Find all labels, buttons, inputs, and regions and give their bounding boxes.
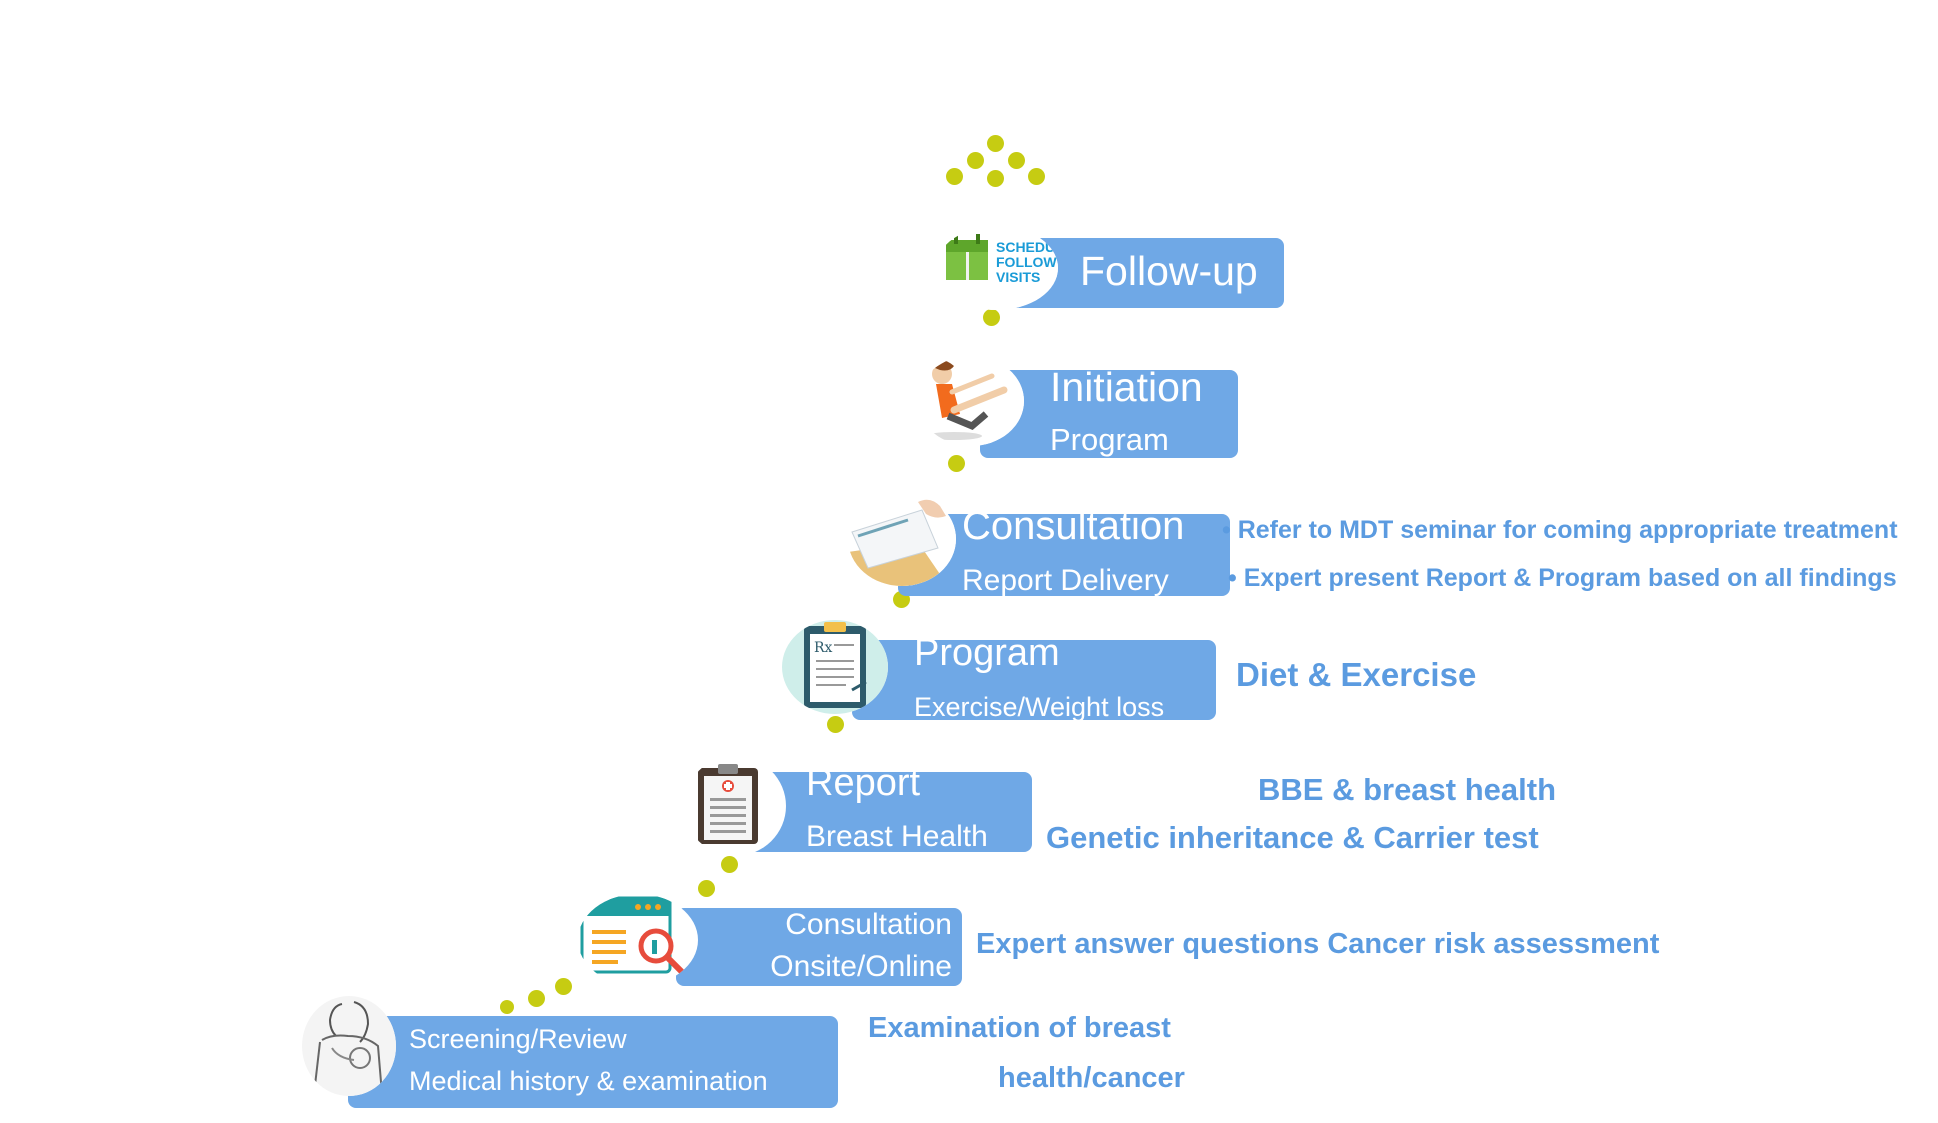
- path-dot: [1028, 168, 1045, 185]
- svg-text:Rx: Rx: [814, 640, 833, 656]
- step-title: Follow-up: [1080, 248, 1258, 294]
- note-screening-2: health/cancer: [998, 1062, 1185, 1094]
- prescription-icon: Rx: [782, 620, 888, 714]
- path-dot: [721, 856, 738, 873]
- note-program: Diet & Exercise: [1236, 656, 1477, 693]
- step-title: Screening/Review: [409, 1024, 627, 1054]
- step-program: Program Exercise/Weight loss: [852, 632, 1216, 722]
- document-handover-icon: [848, 492, 956, 586]
- badge-line: SCHEDULE: [996, 239, 1058, 255]
- step-subtitle: Breast Health: [806, 820, 988, 853]
- step-title: Initiation: [1050, 364, 1203, 410]
- path-dot: [946, 168, 963, 185]
- badge-line: VISITS: [996, 269, 1041, 285]
- clipboard-report-icon: [684, 756, 786, 856]
- note-screening-1: Examination of breast: [868, 1012, 1171, 1044]
- path-dot: [827, 716, 844, 733]
- path-dot: [987, 135, 1004, 152]
- step-consultation-delivery: Consultation Report Delivery: [898, 504, 1230, 597]
- note-delivery-1-text: Refer to MDT seminar for coming appropri…: [1237, 516, 1898, 544]
- step-screening: Screening/Review Medical history & exami…: [348, 1016, 838, 1108]
- note-consultation-onsite: Expert answer questions Cancer risk asse…: [976, 928, 1660, 960]
- step-title: Program: [914, 632, 1060, 674]
- browser-search-icon: [578, 894, 698, 986]
- path-dot: [698, 880, 715, 897]
- badge-line: FOLLOW: [996, 254, 1057, 270]
- note-delivery-2: • Expert present Report & Program based …: [1228, 564, 1897, 592]
- step-title: Consultation: [962, 504, 1185, 548]
- step-subtitle: Medical history & examination: [409, 1066, 768, 1096]
- note-delivery-1: • Refer to MDT seminar for coming approp…: [1222, 516, 1898, 544]
- exercise-woman-icon: [918, 356, 1024, 446]
- step-title: Consultation: [785, 908, 952, 941]
- note-report-1: BBE & breast health: [1258, 772, 1557, 807]
- step-subtitle: Program: [1050, 422, 1169, 457]
- step-subtitle: Report Delivery: [962, 564, 1169, 597]
- breast-self-exam-icon: [302, 996, 396, 1096]
- path-dot: [555, 978, 572, 995]
- step-report: Report Breast Health: [744, 762, 1032, 853]
- step-consultation-onsite: Consultation Onsite/Online: [676, 908, 962, 986]
- followup-badge: SCHEDULE FOLLOW VISITS: [996, 240, 1058, 285]
- path-dot: [948, 455, 965, 472]
- step-title: Report: [806, 762, 921, 804]
- path-dot: [983, 309, 1000, 326]
- note-report-2: Genetic inheritance & Carrier test: [1046, 820, 1539, 855]
- path-dot: [500, 1000, 514, 1014]
- note-delivery-2-text: Expert present Report & Program based on…: [1243, 564, 1897, 592]
- path-dot: [987, 170, 1004, 187]
- step-subtitle: Exercise/Weight loss: [914, 692, 1165, 722]
- path-dot: [967, 152, 984, 169]
- path-dot: [528, 990, 545, 1007]
- path-dot: [1008, 152, 1025, 169]
- step-subtitle: Onsite/Online: [770, 950, 952, 983]
- schedule-follow-visits-icon: SCHEDULE FOLLOW VISITS: [936, 226, 1058, 310]
